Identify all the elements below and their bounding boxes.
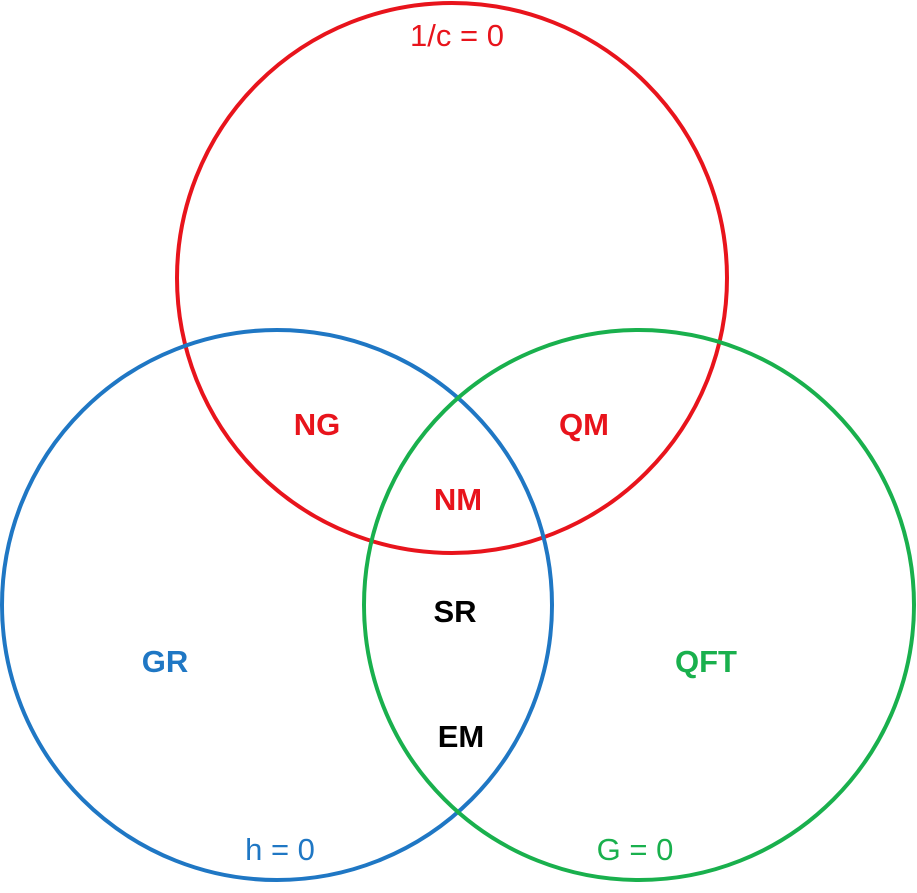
circle-top-1-over-c bbox=[175, 1, 729, 555]
region-label-gr: GR bbox=[142, 644, 189, 679]
region-label-qm: QM bbox=[559, 407, 609, 442]
region-label-qft: QFT bbox=[675, 644, 737, 679]
circle-left-h bbox=[0, 328, 554, 882]
condition-label-top: 1/c = 0 bbox=[410, 18, 504, 53]
circle-right-g bbox=[362, 328, 916, 882]
condition-label-right: G = 0 bbox=[597, 832, 674, 867]
region-label-em: EM bbox=[438, 719, 485, 754]
condition-label-left: h = 0 bbox=[245, 832, 315, 867]
region-label-sr: SR bbox=[433, 594, 476, 629]
region-label-ng: NG bbox=[294, 407, 341, 442]
region-label-nm: NM bbox=[434, 482, 482, 517]
